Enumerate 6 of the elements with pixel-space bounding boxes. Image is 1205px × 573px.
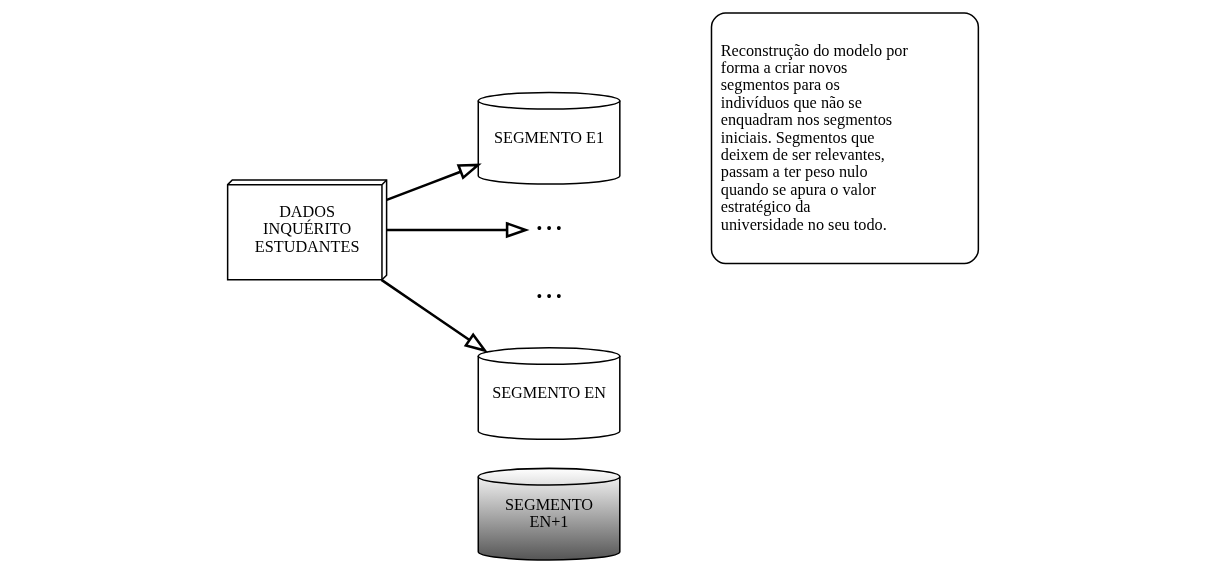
arrow [386, 221, 529, 239]
node-text: • • • [535, 220, 562, 239]
arrow [380, 278, 488, 353]
label: • • • [535, 287, 562, 306]
arrow [385, 163, 482, 202]
node-box: Reconstrução do modelo por forma a criar novos segmentos para os indivíduos que não se enquadram nos segmentos iniciais. Segmentos que deixem de ser relevantes, passam a ter peso nulo quando se apura o valor estratégico da universidade no seu todo. [710, 12, 979, 265]
